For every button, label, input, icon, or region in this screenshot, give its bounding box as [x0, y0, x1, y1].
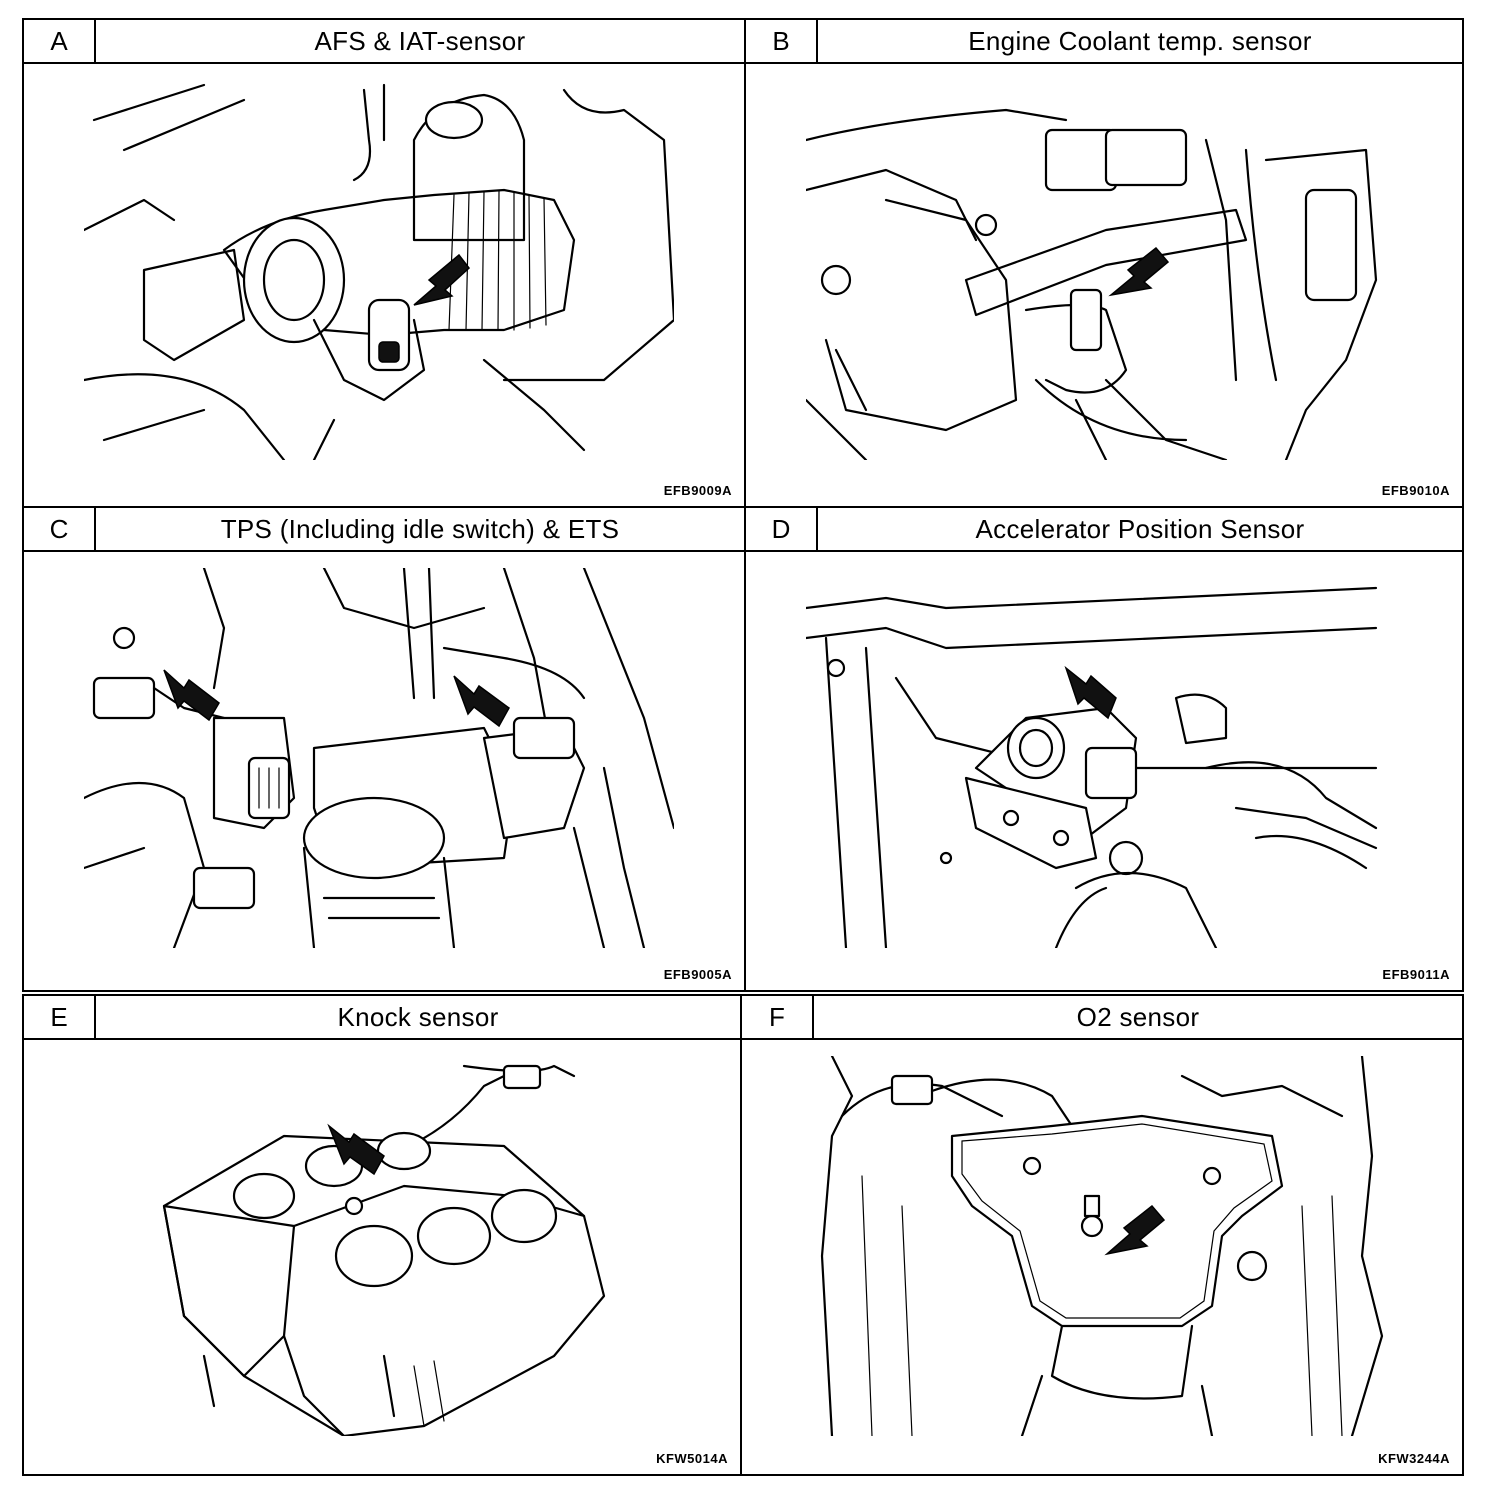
panel-f-title: O2 sensor: [1076, 1001, 1200, 1032]
panel-e-header: E Knock sensor: [24, 996, 740, 1040]
panel-b: B Engine Coolant temp. sensor EFB9010A: [744, 18, 1464, 508]
panel-e-letter: E: [24, 996, 96, 1038]
accelerator-position-sensor-illustration: [806, 586, 1378, 948]
panel-a-header: A AFS & IAT-sensor: [24, 20, 744, 64]
panel-a-figure-code: EFB9009A: [663, 483, 732, 498]
panel-c-letter: C: [24, 508, 96, 550]
panel-d-header: D Accelerator Position Sensor: [746, 508, 1462, 552]
panel-e: E Knock sensor KFW5014A: [22, 994, 742, 1476]
panel-c-title: TPS (Including idle switch) & ETS: [220, 513, 620, 544]
panel-c: C TPS (Including idle switch) & ETS EFB9…: [22, 506, 746, 992]
panel-c-header: C TPS (Including idle switch) & ETS: [24, 508, 744, 552]
panel-e-figure-code: KFW5014A: [656, 1451, 728, 1466]
panel-e-title: Knock sensor: [337, 1001, 499, 1032]
knock-sensor-illustration: [162, 1064, 606, 1436]
coolant-temp-sensor-illustration: [806, 108, 1378, 460]
panel-b-header: B Engine Coolant temp. sensor: [746, 20, 1462, 64]
o2-sensor-illustration: [820, 1056, 1384, 1436]
panel-f-header: F O2 sensor: [742, 996, 1462, 1040]
panel-a-title: AFS & IAT-sensor: [314, 25, 526, 56]
panel-f: F O2 sensor KFW3244A: [740, 994, 1464, 1476]
panel-b-figure-code: EFB9010A: [1381, 483, 1450, 498]
panel-b-letter: B: [746, 20, 818, 62]
panel-a: A AFS & IAT-sensor EFB9009A: [22, 18, 746, 508]
panel-d-letter: D: [746, 508, 818, 550]
panel-d-title: Accelerator Position Sensor: [975, 513, 1305, 544]
panel-b-title: Engine Coolant temp. sensor: [968, 25, 1312, 56]
panel-d-figure-code: EFB9011A: [1382, 967, 1450, 982]
tps-ets-illustration: [84, 568, 674, 948]
panel-c-figure-code: EFB9005A: [663, 967, 732, 982]
panel-f-figure-code: KFW3244A: [1378, 1451, 1450, 1466]
panel-d: D Accelerator Position Sensor EFB9011A: [744, 506, 1464, 992]
afs-iat-sensor-illustration: [84, 83, 674, 460]
panel-a-letter: A: [24, 20, 96, 62]
panel-f-letter: F: [742, 996, 814, 1038]
